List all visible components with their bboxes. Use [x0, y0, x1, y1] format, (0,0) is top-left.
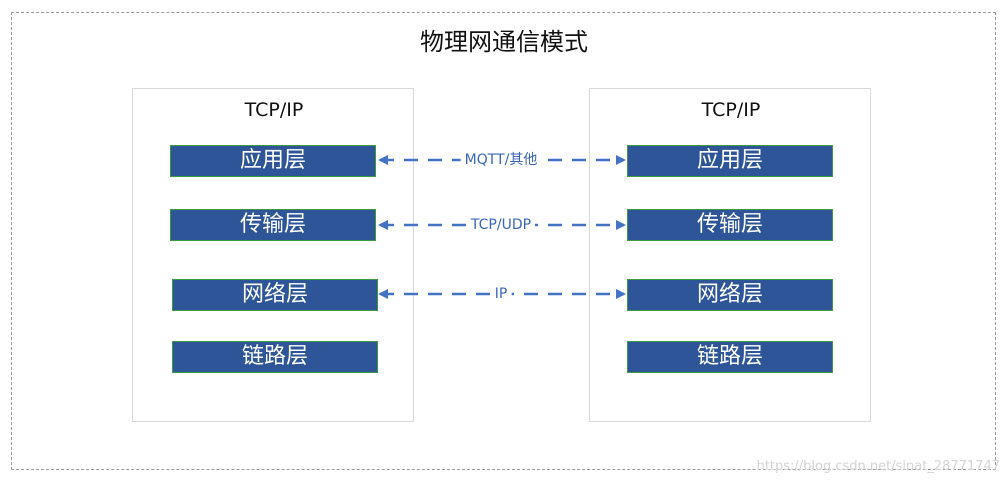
diagram-frame [11, 12, 996, 470]
right-layer-link: 链路层 [627, 341, 833, 373]
right-layer-transport: 传输层 [627, 209, 833, 241]
application-link-label: MQTT/其他 [460, 151, 542, 169]
watermark: https://blog.csdn.net/sinat_28771747 [756, 459, 1000, 474]
network-link-label: IP [490, 285, 512, 303]
left-stack-title: TCP/IP [244, 99, 304, 121]
right-layer-network: 网络层 [627, 279, 833, 311]
right-stack-title: TCP/IP [701, 99, 761, 121]
left-layer-network: 网络层 [172, 279, 378, 311]
right-layer-application: 应用层 [627, 145, 833, 177]
left-layer-application: 应用层 [170, 145, 376, 177]
left-layer-link: 链路层 [172, 341, 378, 373]
left-layer-transport: 传输层 [170, 209, 376, 241]
diagram-title: 物理网通信模式 [420, 28, 588, 56]
transport-link-label: TCP/UDP [466, 216, 536, 234]
